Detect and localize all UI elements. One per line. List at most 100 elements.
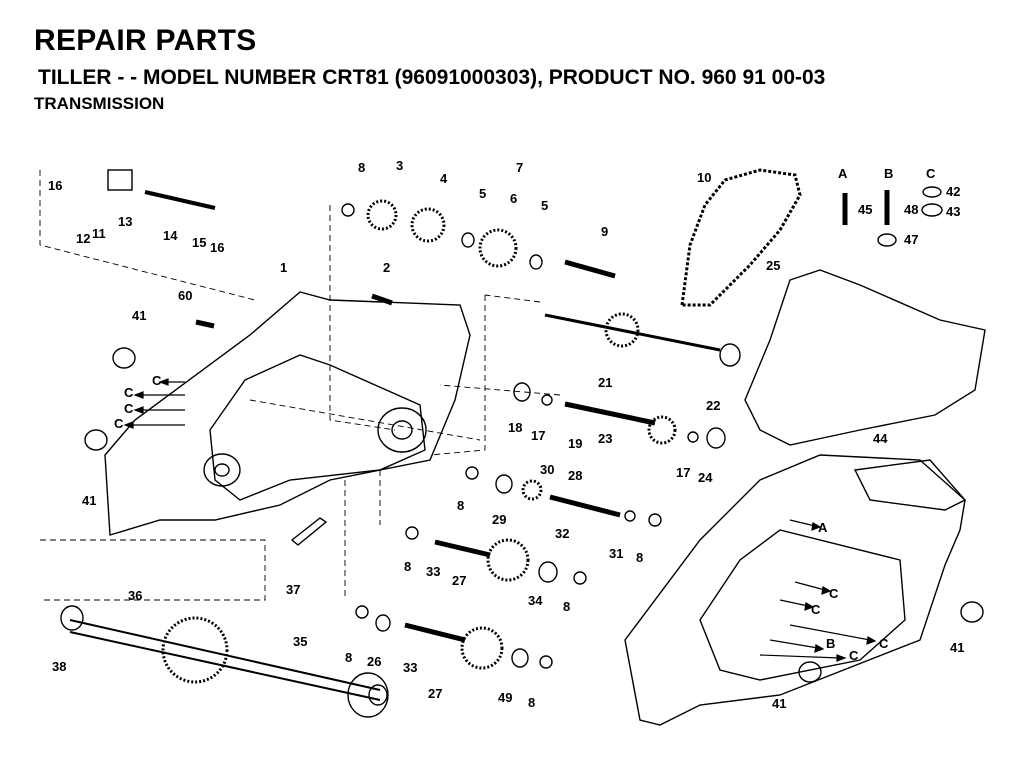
shaft-14	[144, 190, 216, 210]
callout-label: C	[152, 373, 162, 388]
hub-35	[347, 672, 389, 718]
shaft-32	[549, 494, 621, 518]
callout-label: 8	[404, 559, 411, 574]
callout-label: 9	[601, 224, 608, 239]
callout-label: 15	[192, 235, 206, 250]
axle-36	[69, 619, 381, 691]
bearing-38	[60, 605, 84, 631]
bearing-24	[706, 427, 726, 449]
callout-label: 16	[48, 178, 62, 193]
shift-block-13	[107, 169, 133, 191]
bearing-26	[375, 614, 391, 632]
gasket	[744, 269, 986, 446]
callout-label: 11	[92, 226, 106, 241]
callout-label: 22	[706, 398, 720, 413]
bolt-60	[195, 319, 215, 329]
callout-label: 47	[904, 232, 918, 247]
callout-label: 6	[510, 191, 517, 206]
callout-label: 10	[697, 170, 711, 185]
callout-label: C	[124, 401, 134, 416]
callout-label: 1	[280, 260, 287, 275]
callout-label: 36	[128, 588, 142, 603]
callout-label: 38	[52, 659, 66, 674]
bearing-41-mid	[84, 429, 108, 451]
callout-label: 12	[76, 231, 90, 246]
callout-label: 5	[479, 186, 486, 201]
sprocket-21	[604, 312, 640, 348]
callout-label: 7	[516, 160, 523, 175]
callout-label: A	[818, 520, 828, 535]
bushing-5-a	[461, 232, 475, 248]
callout-label: 43	[946, 204, 960, 219]
callout-label: C	[849, 648, 859, 663]
callout-label: 8	[358, 160, 365, 175]
bearing-41-right	[960, 601, 984, 623]
washer-42	[922, 186, 942, 198]
housing-right-cavity	[699, 529, 906, 681]
callout-label: 42	[946, 184, 960, 199]
callout-label: 45	[858, 202, 872, 217]
shaft-33-upper	[434, 539, 491, 558]
nut-47	[877, 233, 897, 247]
callout-label: 16	[210, 240, 224, 255]
shaft-9	[564, 259, 616, 279]
callout-label: 41	[132, 308, 146, 323]
callout-label: 49	[498, 690, 512, 705]
washer-8-b	[465, 466, 479, 480]
page-title: REPAIR PARTS	[34, 24, 257, 57]
bearing-34	[538, 561, 558, 583]
washer-8-c	[405, 526, 419, 540]
callout-label: 17	[531, 428, 545, 443]
washer-8-f	[355, 605, 369, 619]
callout-label: 27	[452, 573, 466, 588]
nut-43	[921, 203, 943, 217]
housing-half-left	[104, 291, 471, 536]
washer-31	[624, 510, 636, 522]
callout-label: C	[879, 636, 889, 651]
callout-label: 60	[178, 288, 192, 303]
callout-label: 8	[345, 650, 352, 665]
callout-label: 13	[118, 214, 132, 229]
callout-label: 17	[676, 465, 690, 480]
gear-23	[647, 415, 677, 445]
callout-label: 30	[540, 462, 554, 477]
callout-label: 37	[286, 582, 300, 597]
housing-inner-cavity	[209, 354, 426, 501]
bearing-18	[513, 382, 531, 402]
callout-label: 35	[293, 634, 307, 649]
pin-2	[371, 293, 393, 306]
gear-27-upper	[486, 538, 530, 582]
shaft-19	[564, 401, 656, 426]
bushing-5-b	[529, 254, 543, 270]
bushing-30	[495, 474, 513, 494]
gear-6	[478, 228, 518, 268]
callout-label: 34	[528, 593, 543, 608]
bearing-41-lower	[798, 661, 822, 683]
shift-arm-37	[290, 517, 328, 546]
callout-label: 41	[772, 696, 786, 711]
gear-3	[366, 199, 398, 231]
washer-8-e	[648, 513, 662, 527]
bearing-22	[719, 343, 741, 367]
callout-label: 3	[396, 158, 403, 173]
cover-44	[853, 459, 967, 511]
callout-label: 31	[609, 546, 623, 561]
callout-label: 24	[698, 470, 713, 485]
washer-8-g	[539, 655, 553, 669]
callout-label: B	[884, 166, 893, 181]
callout-label: 27	[428, 686, 442, 701]
callout-label: 41	[82, 493, 96, 508]
callout-label: 19	[568, 436, 582, 451]
callout-label: 23	[598, 431, 612, 446]
callout-label: C	[811, 602, 821, 617]
callout-label: C	[926, 166, 936, 181]
callout-label: 14	[163, 228, 178, 243]
callout-label: 2	[383, 260, 390, 275]
callout-label: 41	[950, 640, 964, 655]
callout-label: 29	[492, 512, 506, 527]
callout-label: 28	[568, 468, 582, 483]
gear-27-lower	[460, 626, 504, 670]
housing-bore-upper	[377, 407, 427, 453]
washer-17-a	[541, 394, 553, 406]
